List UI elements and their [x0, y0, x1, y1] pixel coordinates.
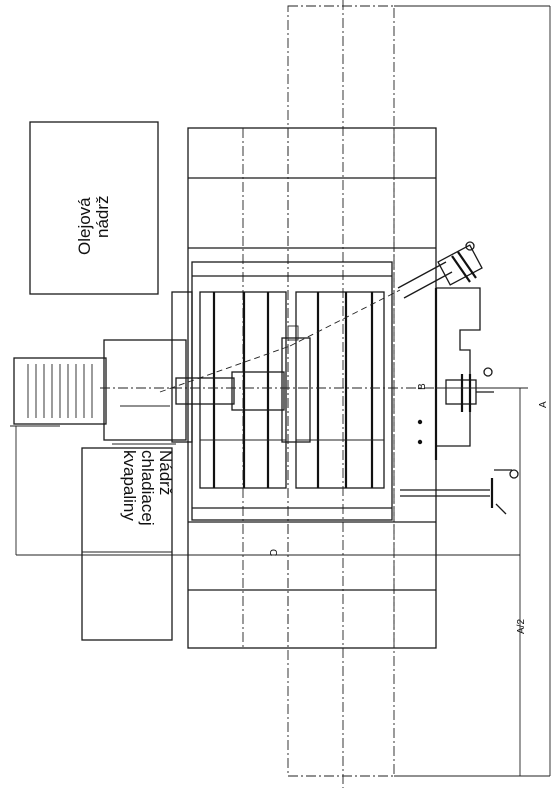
handwheel-bottom-icon — [400, 469, 519, 515]
spindle-head — [159, 289, 401, 443]
control-housing — [417, 287, 481, 460]
dimension-b: B — [417, 383, 528, 390]
handwheel-top-icon — [397, 241, 483, 299]
slot-table — [191, 261, 393, 521]
motor-assembly — [13, 291, 193, 443]
handwheel-middle-icon — [445, 367, 494, 412]
dimension-a-half-label: A/2 — [516, 619, 527, 634]
dimension-c-label: C — [267, 549, 278, 556]
dimension-b-label: B — [417, 383, 428, 390]
coolant-tank-label-line3: kvapaliny — [120, 450, 139, 521]
dimension-a-label: A — [538, 401, 549, 408]
coolant-tank-label-line2: chladiacej — [138, 450, 157, 526]
dimension-a-half: A/2 — [516, 555, 527, 776]
coolant-tank-label-line1: Nádrž — [156, 450, 175, 495]
oil-tank-label-line2: nádrž — [93, 195, 112, 238]
dimension-c: C — [10, 425, 520, 556]
long-axis — [100, 387, 436, 445]
travel-envelope — [287, 0, 550, 788]
coolant-tank: Nádrž chladiacej kvapaliny — [81, 447, 175, 641]
dimension-a: A — [519, 6, 551, 776]
oil-tank-label-line1: Olejová — [75, 197, 94, 255]
oil-tank: Olejová nádrž — [29, 121, 159, 295]
